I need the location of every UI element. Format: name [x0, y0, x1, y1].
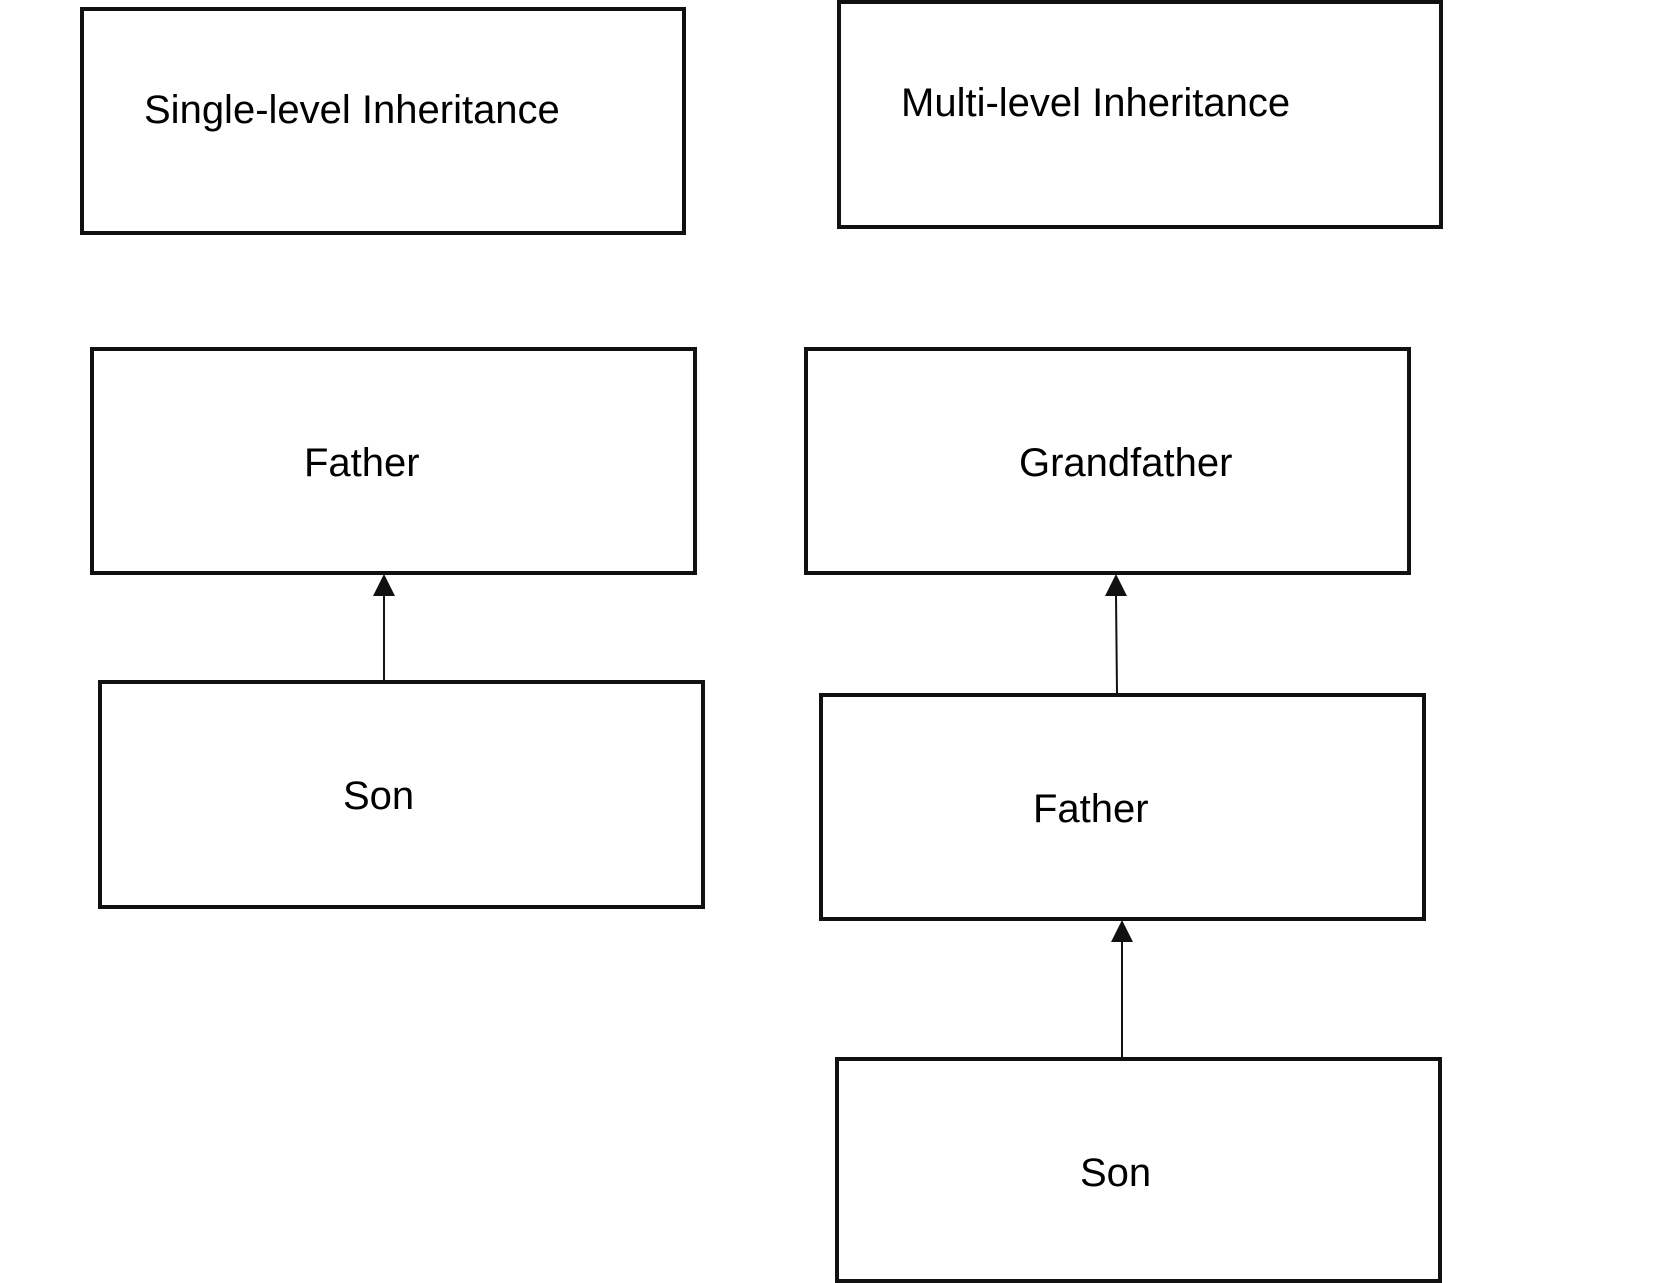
single-level-father-label: Father — [304, 441, 420, 485]
single-level-son-box: Son — [98, 680, 705, 909]
multi-level-grandfather-label: Grandfather — [1019, 441, 1233, 485]
multi-level-son-label: Son — [1080, 1151, 1152, 1195]
single-level-title: Single-level Inheritance — [144, 88, 560, 132]
single-level-father-box: Father — [90, 347, 697, 575]
multi-level-son-box: Son — [835, 1057, 1442, 1283]
multi-level-grandfather-box: Grandfather — [804, 347, 1411, 575]
multi-level-title-box: Multi-level Inheritance — [837, 0, 1443, 229]
multi-level-father-label: Father — [1033, 787, 1149, 831]
multi-level-arrow-lower — [1111, 920, 1133, 1057]
multi-level-father-box: Father — [819, 693, 1426, 921]
single-level-arrow — [373, 574, 395, 680]
multi-level-arrow-upper — [1105, 574, 1127, 694]
multi-level-title: Multi-level Inheritance — [901, 81, 1291, 125]
single-level-son-label: Son — [343, 774, 415, 818]
single-level-title-box: Single-level Inheritance — [80, 7, 686, 235]
